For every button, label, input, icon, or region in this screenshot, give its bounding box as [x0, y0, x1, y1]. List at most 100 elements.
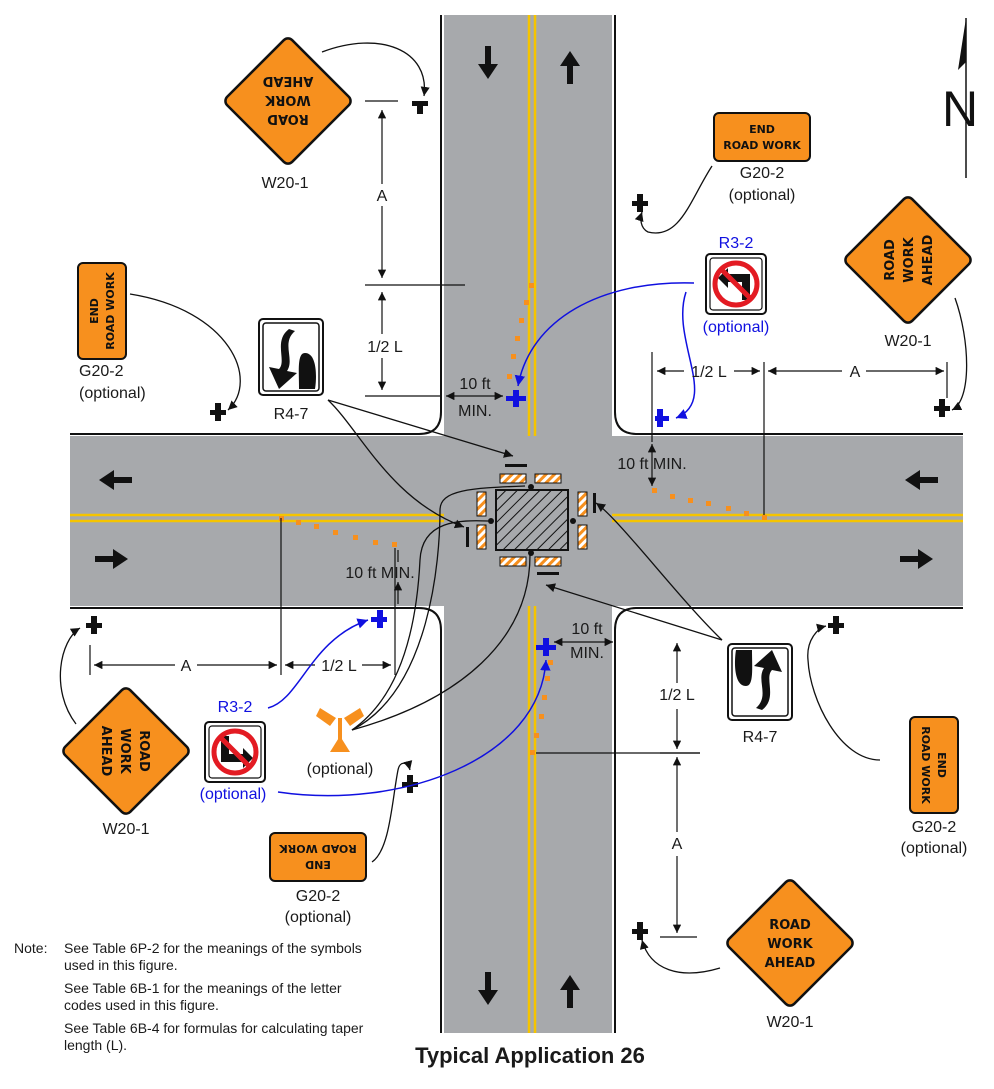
label-g20-2-nw: G20-2 [79, 363, 124, 380]
figure-title: Typical Application 26 [415, 1043, 645, 1068]
label-optional-se: (optional) [901, 840, 968, 857]
svg-text:WORK: WORK [902, 236, 917, 282]
sign-posts [86, 101, 950, 940]
dim-a-ne: A [850, 364, 861, 381]
label-optional-nw: (optional) [79, 385, 146, 402]
dim-10ft-se: 10 ft [571, 621, 603, 638]
sign-post-icon [402, 775, 418, 793]
north-label: N [942, 81, 978, 137]
svg-text:ROAD WORK: ROAD WORK [919, 726, 932, 804]
label-w20-1-ne: W20-1 [884, 333, 931, 350]
g20-2-sign-nw: END ROAD WORK [77, 262, 127, 360]
dim-min-se: MIN. [570, 645, 604, 662]
svg-text:AHEAD: AHEAD [921, 234, 936, 285]
label-w20-1-nw: W20-1 [261, 175, 308, 192]
dim-min-nw: MIN. [458, 403, 492, 420]
label-g20-2-ne: G20-2 [740, 165, 785, 182]
svg-text:WORK: WORK [264, 92, 310, 107]
svg-text:END: END [935, 752, 948, 778]
island-icon [298, 353, 316, 389]
svg-text:ROAD: ROAD [883, 239, 898, 281]
island-icon [735, 650, 753, 686]
label-optional-ne: (optional) [729, 187, 796, 204]
label-r4-7-se: R4-7 [743, 729, 778, 746]
r4-7-sign-se [727, 643, 793, 721]
arrow-left-icon [99, 470, 132, 490]
arrow-up-icon [560, 975, 580, 1008]
sign-post-icon [371, 610, 387, 628]
svg-text:ROAD WORK: ROAD WORK [104, 272, 117, 350]
r3-2-sign-ne [705, 253, 767, 315]
g20-2-sign-ne: END ROAD WORK [713, 112, 811, 162]
w20-1-sign-nw: ROAD WORK AHEAD [224, 37, 352, 165]
note-item: See Table 6B-4 for formulas for calculat… [64, 1020, 364, 1053]
barricade [499, 556, 527, 567]
north-arrow: N [942, 18, 978, 178]
dim-10ft-min-sw: 10 ft MIN. [345, 565, 414, 582]
sign-post-icon [655, 409, 669, 427]
arrow-up-icon [560, 51, 580, 84]
leader-lines-blue [267, 282, 696, 797]
svg-text:ROAD: ROAD [267, 111, 309, 126]
svg-text:AHEAD: AHEAD [765, 956, 816, 971]
note-item: See Table 6B-1 for the meanings of the l… [64, 980, 342, 1013]
barricade [499, 473, 527, 484]
sign-post-icon [536, 638, 556, 656]
dim-half-l-nw: 1/2 L [367, 339, 403, 356]
label-optional-r3-2-ne: (optional) [703, 319, 770, 336]
keep-right-arrow-icon [269, 329, 297, 389]
dim-a-se: A [672, 836, 683, 853]
sign-post-icon [210, 403, 226, 421]
note-item: See Table 6P-2 for the meanings of the s… [64, 940, 362, 973]
svg-text:ROAD WORK: ROAD WORK [279, 842, 357, 855]
dim-half-l-se: 1/2 L [659, 687, 695, 704]
sign-post-icon [934, 399, 950, 417]
r3-2-sign-sw [204, 721, 266, 783]
arrow-right-icon [900, 549, 933, 569]
w20-1-sign-sw: ROAD WORK AHEAD [62, 687, 190, 815]
barricade [534, 556, 562, 567]
figure-notes: Note: See Table 6P-2 for the meanings of… [14, 940, 374, 1054]
g20-2-sign-se: END ROAD WORK [909, 716, 959, 814]
barricade [534, 473, 562, 484]
lane-arrows [95, 46, 938, 1008]
label-w20-1-sw: W20-1 [102, 821, 149, 838]
w20-1-sign-ne: ROAD WORK AHEAD [844, 196, 972, 324]
barricade [577, 491, 588, 517]
svg-text:WORK: WORK [117, 728, 132, 774]
sign-post-icon [86, 616, 102, 634]
label-r3-2-ne: R3-2 [719, 235, 754, 252]
dim-a-nw: A [377, 188, 388, 205]
label-w20-1-se: W20-1 [766, 1014, 813, 1031]
label-g20-2-se: G20-2 [912, 819, 957, 836]
dim-a-sw: A [181, 658, 192, 675]
label-r4-7-nw: R4-7 [274, 406, 309, 423]
arrow-left-icon [905, 470, 938, 490]
dim-half-l-ne: 1/2 L [691, 364, 727, 381]
arrow-down-icon [478, 46, 498, 79]
svg-text:END: END [749, 123, 775, 136]
svg-text:WORK: WORK [767, 937, 813, 952]
sign-posts-blue [371, 390, 669, 656]
dimension-labels: A 1/2 L 10 ft MIN. 1/2 L A 10 ft MIN. 10… [181, 188, 861, 853]
svg-text:END: END [88, 298, 101, 324]
svg-text:AHEAD: AHEAD [98, 726, 113, 777]
barricade [476, 524, 487, 550]
leader-lines [59, 42, 968, 974]
g20-2-sign-sw: END ROAD WORK [269, 832, 367, 882]
dim-10ft-min-ne: 10 ft MIN. [617, 456, 686, 473]
keep-right-arrow-icon [754, 650, 782, 710]
note-prefix: Note: [14, 940, 48, 956]
sign-post-icon [412, 101, 428, 114]
w20-1-sign-se: ROAD WORK AHEAD [726, 879, 854, 1007]
dim-10ft-nw: 10 ft [459, 376, 491, 393]
svg-text:ROAD: ROAD [769, 918, 811, 933]
sign-labels: W20-1 G20-2 (optional) R3-2 (optional) W… [79, 165, 967, 1031]
label-optional-r3-2-sw: (optional) [200, 786, 267, 803]
svg-text:AHEAD: AHEAD [262, 73, 313, 88]
label-optional-light: (optional) [307, 761, 374, 778]
label-optional-sw: (optional) [285, 909, 352, 926]
arrow-right-icon [95, 549, 128, 569]
svg-text:ROAD: ROAD [136, 730, 151, 772]
